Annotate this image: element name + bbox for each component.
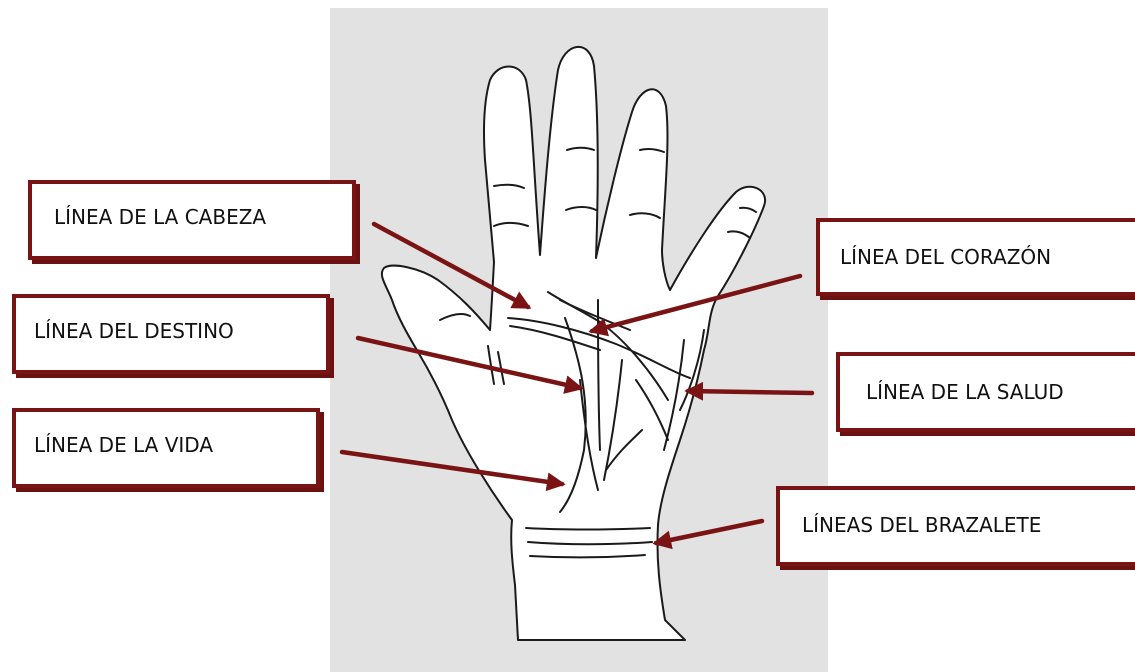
label-fate-line-text: LÍNEA DEL DESTINO bbox=[34, 319, 234, 343]
label-health-line-text: LÍNEA DE LA SALUD bbox=[866, 380, 1064, 404]
label-head-line-text: LÍNEA DE LA CABEZA bbox=[54, 205, 266, 229]
label-bracelet-lines: LÍNEAS DEL BRAZALETE bbox=[776, 486, 1135, 566]
label-bracelet-lines-text: LÍNEAS DEL BRAZALETE bbox=[802, 513, 1041, 537]
label-life-line: LÍNEA DE LA VIDA bbox=[12, 408, 320, 488]
arrow-brazalete bbox=[656, 521, 762, 543]
label-health-line: LÍNEA DE LA SALUD bbox=[836, 352, 1135, 432]
arrow-salud bbox=[688, 391, 812, 393]
label-fate-line: LÍNEA DEL DESTINO bbox=[12, 294, 330, 374]
label-heart-line-text: LÍNEA DEL CORAZÓN bbox=[840, 245, 1051, 269]
label-head-line: LÍNEA DE LA CABEZA bbox=[28, 180, 356, 260]
label-life-line-text: LÍNEA DE LA VIDA bbox=[34, 433, 213, 457]
label-heart-line: LÍNEA DEL CORAZÓN bbox=[816, 218, 1135, 296]
